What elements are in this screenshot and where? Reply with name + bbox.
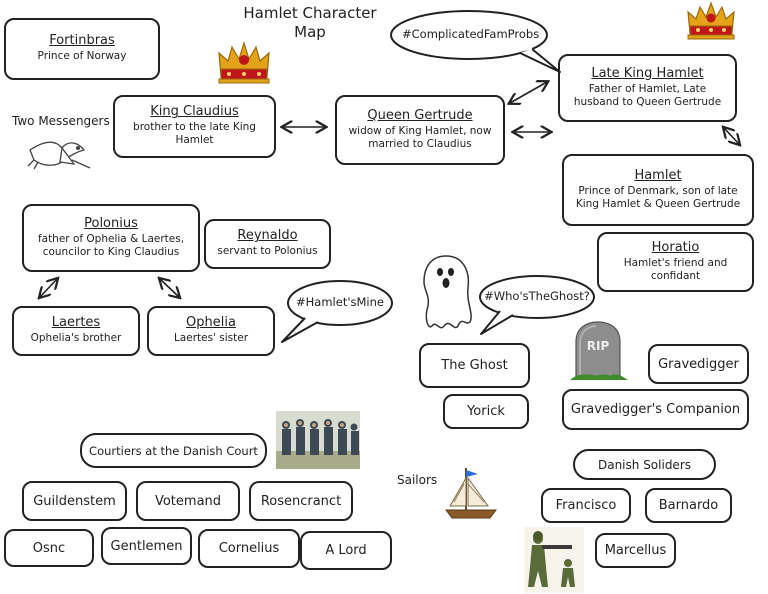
speech-bubble-whos-ghost <box>479 275 595 335</box>
gravedigger-companion-box: Gravedigger's Companion <box>562 389 749 430</box>
sailors-label: Sailors <box>397 473 438 487</box>
arrow-late-king-hamlet <box>724 128 739 144</box>
gertrude-desc: widow of King Hamlet, now married to Cla… <box>348 124 492 150</box>
ophelia-box: Ophelia Laertes' sister <box>147 306 275 356</box>
late-king-name: Late King Hamlet <box>591 65 704 81</box>
gertrude-box: Queen Gertrude widow of King Hamlet, now… <box>335 95 505 165</box>
a-lord-label: A Lord <box>325 543 367 558</box>
gravedigger-box: Gravedigger <box>648 344 749 384</box>
bubble-complicated-text: #ComplicatedFamProbs <box>402 27 540 41</box>
hamlet-box: Hamlet Prince of Denmark, son of late Ki… <box>562 154 754 226</box>
courtiers-picture <box>276 411 360 469</box>
diagram-title: Hamlet Character Map <box>240 4 380 42</box>
gentlemen-box: Gentlemen <box>101 527 192 565</box>
ophelia-desc: Laertes' sister <box>173 332 249 345</box>
tombstone-icon: RIP <box>570 321 628 380</box>
speech-bubble-complicated <box>390 10 561 73</box>
hamlet-desc: Prince of Denmark, son of late King Haml… <box>575 184 741 210</box>
yorick-label: Yorick <box>467 404 505 419</box>
horatio-name: Horatio <box>651 239 700 255</box>
marcellus-label: Marcellus <box>604 543 667 558</box>
polonius-desc: father of Ophelia & Laertes, councilor t… <box>37 232 185 258</box>
courtiers-box: Courtiers at the Danish Court <box>80 433 267 468</box>
guildenstem-label: Guildenstem <box>33 493 116 509</box>
gravedigger-label: Gravedigger <box>658 356 739 372</box>
courtiers-label: Courtiers at the Danish Court <box>89 443 258 458</box>
barnardo-box: Barnardo <box>645 488 732 523</box>
the-ghost-label: The Ghost <box>441 358 508 373</box>
barnardo-label: Barnardo <box>658 498 719 513</box>
arrow-polonius-laertes <box>40 279 57 297</box>
reynaldo-name: Reynaldo <box>237 228 298 244</box>
late-king-desc: Father of Hamlet, Late husband to Queen … <box>573 82 722 108</box>
hamlet-name: Hamlet <box>634 167 682 183</box>
osnc-box: Osnc <box>4 529 94 567</box>
fortinbras-box: Fortinbras Prince of Norway <box>4 18 160 80</box>
francisco-box: Francisco <box>541 488 631 523</box>
marcellus-box: Marcellus <box>595 533 676 568</box>
arrow-gertrude-late-king <box>510 82 547 103</box>
francisco-label: Francisco <box>555 498 617 513</box>
votemand-label: Votemand <box>154 493 222 509</box>
polonius-name: Polonius <box>84 215 138 231</box>
title-line-1: Hamlet Character <box>243 4 377 22</box>
speech-bubble-hamlets-mine <box>281 280 393 343</box>
title-line-2: Map <box>294 22 326 41</box>
laertes-desc: Ophelia's brother <box>30 332 122 345</box>
cornelius-label: Cornelius <box>218 541 280 556</box>
soldiers-icon <box>524 527 584 593</box>
danish-soldiers-label: Danish Soliders <box>597 457 692 472</box>
rip-text: RIP <box>587 339 610 353</box>
gentlemen-label: Gentlemen <box>110 538 183 554</box>
bubble-whos-ghost-text: #Who'sTheGhost? <box>484 289 590 303</box>
laertes-name: Laertes <box>51 315 101 331</box>
reynaldo-desc: servant to Polonius <box>217 245 318 258</box>
sailboat-icon <box>445 468 497 519</box>
ghost-icon <box>423 255 472 329</box>
late-king-box: Late King Hamlet Father of Hamlet, Late … <box>558 54 737 122</box>
two-messengers-label: Two Messengers <box>12 114 110 128</box>
fortinbras-name: Fortinbras <box>49 33 115 49</box>
claudius-desc: brother to the late King Hamlet <box>133 121 256 147</box>
rosencranct-box: Rosencranct <box>249 481 353 521</box>
horatio-desc: Hamlet's friend and confidant <box>623 256 728 282</box>
messenger-bird-icon <box>27 141 91 170</box>
yorick-box: Yorick <box>443 394 529 429</box>
rosencranct-label: Rosencranct <box>260 493 342 509</box>
fortinbras-desc: Prince of Norway <box>37 50 127 63</box>
gravedigger-companion-label: Gravedigger's Companion <box>570 402 741 417</box>
reynaldo-box: Reynaldo servant to Polonius <box>204 219 331 269</box>
claudius-box: King Claudius brother to the late King H… <box>113 95 276 158</box>
guildenstem-box: Guildenstem <box>22 481 127 521</box>
the-ghost-box: The Ghost <box>419 343 530 388</box>
horatio-box: Horatio Hamlet's friend and confidant <box>597 232 754 292</box>
gertrude-name: Queen Gertrude <box>367 107 473 123</box>
crown-icon-claudius <box>218 40 270 84</box>
arrow-polonius-ophelia <box>160 279 179 297</box>
a-lord-box: A Lord <box>300 531 392 570</box>
cornelius-box: Cornelius <box>198 529 300 568</box>
crown-icon-late-king <box>687 1 735 40</box>
laertes-box: Laertes Ophelia's brother <box>12 306 140 356</box>
danish-soldiers-box: Danish Soliders <box>573 449 716 480</box>
votemand-box: Votemand <box>136 481 240 521</box>
bubble-hamlets-mine-text: #Hamlet'sMine <box>296 295 384 309</box>
claudius-name: King Claudius <box>150 104 239 120</box>
polonius-box: Polonius father of Ophelia & Laertes, co… <box>22 204 200 272</box>
ophelia-name: Ophelia <box>186 315 236 331</box>
osnc-label: Osnc <box>32 540 66 556</box>
